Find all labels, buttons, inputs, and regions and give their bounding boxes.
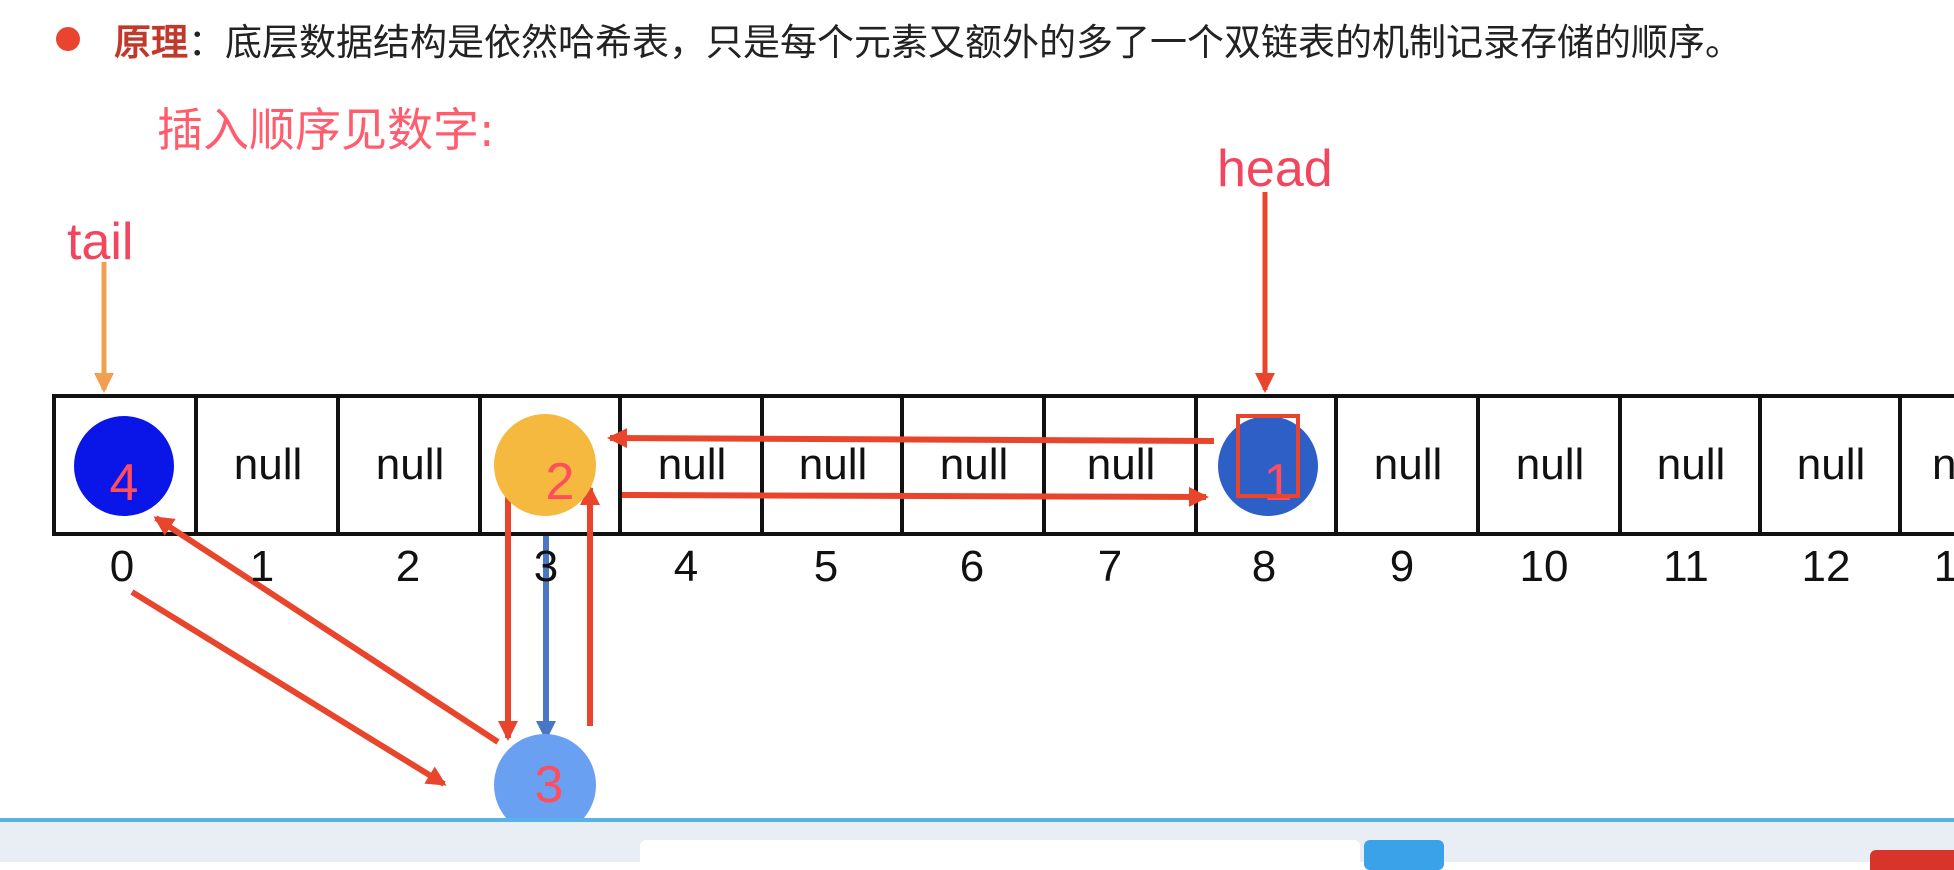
entry-node-2-order: 2 (545, 453, 575, 511)
bucket-cell-12: null (1796, 440, 1866, 489)
bucket-cell-2: null (375, 440, 445, 489)
principle-text: 底层数据结构是依然哈希表，只是每个元素又额外的多了一个双链表的机制记录存储的顺序… (225, 21, 1742, 64)
bucket-cell-11: null (1656, 440, 1726, 489)
principle-colon: ： (188, 21, 225, 64)
principle-line: 原理 ： 底层数据结构是依然哈希表，只是每个元素又额外的多了一个双链表的机制记录… (56, 12, 1742, 66)
bucket-cell-9: null (1373, 440, 1443, 489)
entry-node-3-order: 3 (534, 756, 564, 814)
link-2-to-1-arrow (621, 486, 1209, 507)
bullet-dot-icon (56, 27, 80, 51)
bucket-index-4: 4 (673, 542, 699, 591)
bucket-index-11: 11 (1663, 542, 1709, 591)
bucket-cell-4: null (657, 440, 727, 489)
bucket-index-6: 6 (959, 542, 985, 591)
link-3-to-4-arrow (153, 515, 500, 745)
bucket-cell-7: null (1086, 440, 1156, 489)
bucket-cell-13: n (1932, 440, 1954, 489)
player-action-button[interactable] (1870, 850, 1954, 870)
link-4-to-3-arrow (130, 589, 447, 787)
entry-node-1: 1 (1218, 416, 1318, 516)
insertion-order-title: 插入顺序见数字: (157, 103, 495, 157)
bucket-cell-5: null (798, 440, 868, 489)
bucket-cell-1: null (233, 440, 303, 489)
bucket-array-grid (52, 394, 1954, 536)
entry-node-4: 4 (74, 416, 174, 516)
highlight-box (1236, 414, 1300, 498)
bucket-index-3: 3 (533, 542, 559, 591)
bucket-index-1: 1 (249, 542, 275, 591)
bucket-cell-6: null (939, 440, 1009, 489)
bucket-cell-10: null (1515, 440, 1585, 489)
danmaku-input[interactable] (640, 840, 1360, 870)
entry-node-4-order: 4 (109, 454, 139, 512)
tail-label: tail (67, 213, 134, 271)
entry-node-1-order: 1 (1263, 454, 1293, 512)
send-button[interactable] (1364, 840, 1444, 870)
bucket-index-2: 2 (395, 542, 421, 591)
head-label: head (1217, 140, 1333, 198)
bucket-index-9: 9 (1389, 542, 1415, 591)
bucket-index-13: 1 (1933, 542, 1954, 591)
link-1-to-2-arrow (607, 428, 1215, 449)
entry-node-2: 2 (494, 414, 596, 516)
bucket-index-0: 0 (109, 542, 135, 591)
bucket-index-5: 5 (813, 542, 839, 591)
principle-term: 原理 (114, 21, 188, 64)
bucket-index-10: 10 (1519, 542, 1569, 591)
bucket-index-7: 7 (1097, 542, 1123, 591)
bucket-index-8: 8 (1251, 542, 1277, 591)
bucket-index-12: 12 (1801, 542, 1851, 591)
